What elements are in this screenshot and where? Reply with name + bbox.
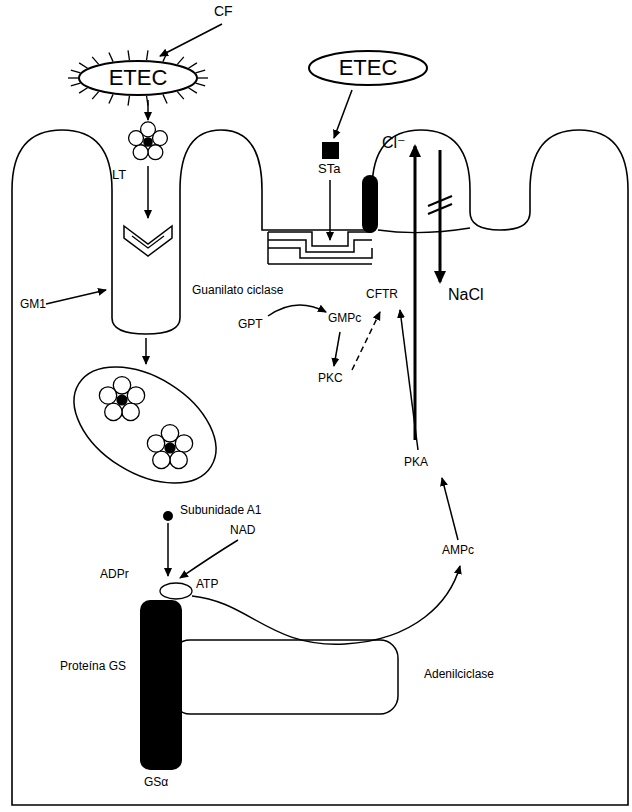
fimbria: [177, 57, 184, 65]
arrow: [442, 478, 458, 540]
fimbria: [68, 77, 78, 78]
nacl-arrow: [439, 150, 442, 282]
channel-label: CFTR: [366, 288, 398, 301]
arrow: [147, 100, 149, 120]
receptor-label: GM1: [20, 298, 46, 311]
membrane-line: [378, 228, 470, 233]
gm1-pointer: [46, 290, 106, 304]
lt-toxin: [129, 122, 168, 160]
fimbria: [198, 77, 208, 78]
molecule-label: ATP: [196, 578, 218, 591]
b-subunit: [99, 387, 116, 404]
a-subunit: [143, 137, 153, 147]
b-subunit: [129, 131, 144, 146]
gpt-gmpc-arrow: [268, 305, 326, 316]
arrow: [147, 166, 149, 218]
fimbria: [128, 50, 129, 60]
gm1-receptor-inner: [132, 236, 164, 248]
lt-toxin: [147, 425, 192, 469]
a-subunit: [116, 394, 127, 405]
node-label: ETEC: [308, 55, 428, 81]
ellipse: [79, 61, 197, 95]
b-subunit: [148, 145, 163, 160]
fimbria: [163, 94, 167, 103]
fimbria: [147, 50, 148, 60]
fimbria: [71, 70, 81, 73]
nad-arrow: [180, 540, 238, 578]
fimbria: [163, 53, 167, 62]
toxin-label: STa: [318, 162, 340, 176]
gm1-receptor: [124, 226, 172, 256]
molecule-label: ADPr: [100, 568, 129, 581]
protein-label: GSα: [144, 776, 168, 789]
a-subunit: [164, 442, 175, 453]
enzyme-label: PKC: [318, 372, 343, 385]
cftr-channel: [362, 175, 378, 233]
arrow: [145, 338, 147, 364]
node-label: ETEC: [78, 65, 198, 91]
fimbria: [177, 92, 184, 100]
vesicle: [53, 343, 236, 507]
guanylate-cyclase: [268, 232, 372, 264]
fimbriae: [68, 50, 208, 105]
fimbria: [109, 94, 113, 103]
gs-protein: [140, 600, 182, 770]
atp-camp-arrow: [192, 566, 460, 644]
arrow: [167, 523, 169, 576]
molecule-label: GPT: [238, 318, 263, 331]
b-subunit: [122, 403, 139, 420]
bacterium-ellipse: ETEC: [308, 50, 428, 86]
bacterium-ellipse: ETEC: [78, 60, 198, 96]
enzyme-label: Adenilciclase: [424, 668, 494, 681]
molecule-label: NAD: [230, 524, 255, 537]
arrow: [329, 180, 331, 240]
molecule-label: AMPc: [442, 544, 474, 557]
b-subunit: [153, 451, 170, 468]
block-mark: [428, 204, 452, 214]
fimbria: [196, 83, 206, 86]
b-subunit: [170, 451, 187, 468]
arrow: [334, 90, 352, 138]
cl-arrow: [414, 146, 417, 440]
sta-toxin: [322, 142, 339, 159]
fimbria: [92, 92, 99, 100]
b-subunit: [175, 435, 192, 452]
protein-label: Proteína GS: [60, 660, 126, 673]
fimbria: [196, 70, 206, 73]
b-subunit: [105, 403, 122, 420]
subunit-label: Subunidade A1: [180, 504, 261, 517]
arrow: [334, 332, 340, 366]
antigen-label: CF: [214, 4, 233, 19]
molecule-label: GMPc: [328, 312, 361, 325]
enzyme-label: Guanilato ciclase: [192, 284, 283, 297]
toxin-label: LT: [112, 168, 126, 182]
fimbria: [188, 88, 196, 93]
b-subunit: [127, 387, 144, 404]
fimbria: [188, 63, 196, 68]
enzyme-label: PKA: [404, 456, 428, 469]
fimbria: [71, 83, 81, 86]
atp-molecule: [160, 583, 192, 599]
cf-arrow: [160, 24, 222, 56]
fimbria: [128, 96, 129, 106]
ellipse: [309, 51, 427, 85]
b-subunit: [147, 435, 164, 452]
b-subunit: [153, 131, 168, 146]
fimbria: [79, 63, 87, 68]
ion-label: NaCl: [448, 286, 484, 304]
lt-toxin: [99, 377, 144, 421]
fimbria: [109, 53, 113, 62]
fimbria: [92, 57, 99, 65]
a1-subunit: [163, 511, 173, 521]
ion-label: Cl⁻: [382, 134, 406, 152]
cell-membrane: [12, 130, 628, 805]
adenylate-cyclase: [172, 640, 398, 714]
b-subunit: [133, 145, 148, 160]
fimbria: [79, 88, 87, 93]
